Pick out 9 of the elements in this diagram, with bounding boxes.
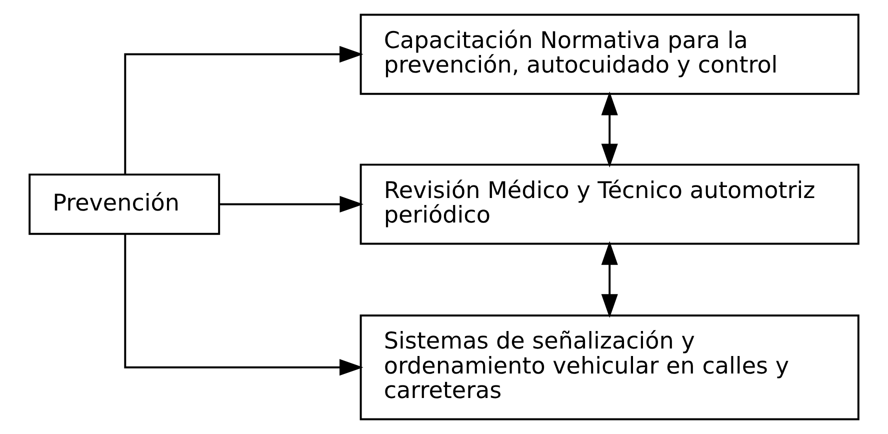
arrow [220, 196, 364, 213]
node-box: Revisión Médico y Técnico automotriz periódico [360, 164, 860, 245]
node-box: Capacitación Normativa para la prevención, autocuidado y control [360, 14, 860, 95]
arrow [601, 241, 618, 318]
arrow [124, 46, 364, 174]
node-box: Prevención [28, 174, 220, 235]
node-box: Sistemas de señalización y ordenamiento vehicular en calles y carreteras [360, 314, 860, 420]
arrow [124, 234, 364, 376]
arrow [601, 91, 618, 168]
